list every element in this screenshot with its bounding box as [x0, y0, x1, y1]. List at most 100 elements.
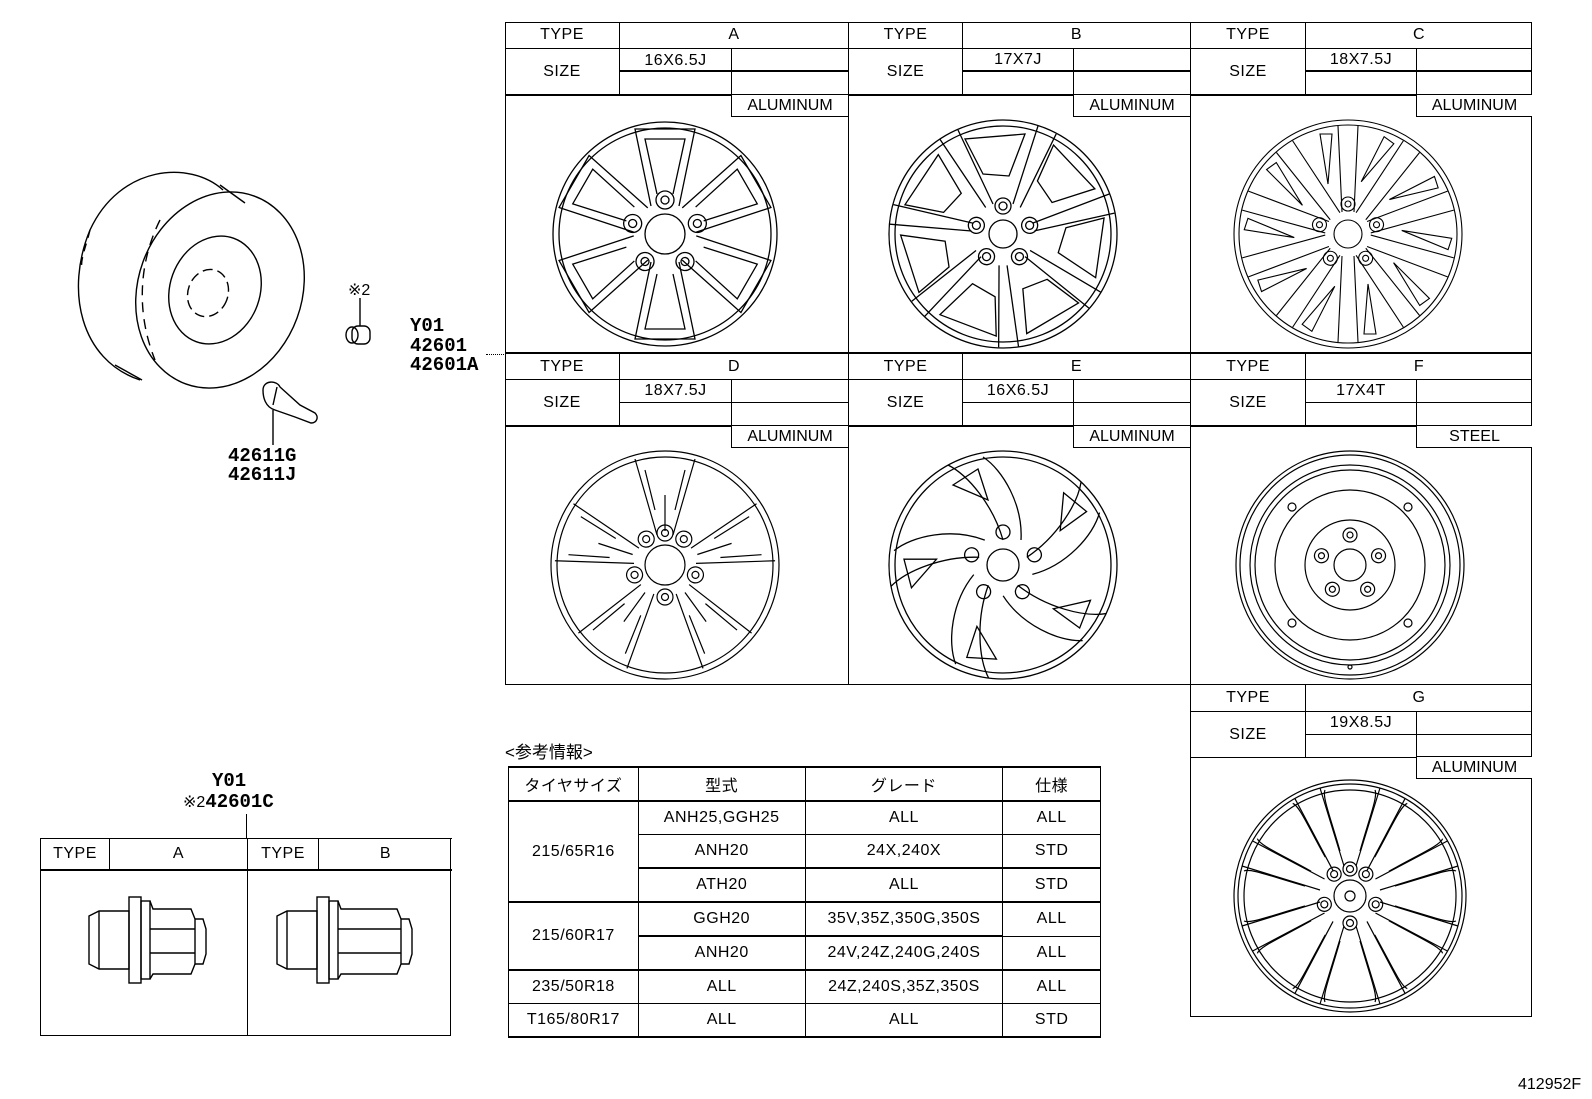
- material-label: STEEL: [1416, 426, 1532, 448]
- type-value: G: [1305, 684, 1532, 712]
- wheel-c-drawing: [1233, 119, 1463, 349]
- table-row: ANH20 24X,240X STD: [509, 834, 1101, 869]
- type-label: TYPE: [1190, 353, 1306, 380]
- size-blank: [1305, 734, 1417, 758]
- size-blank: [1416, 711, 1532, 735]
- size-blank: [1416, 48, 1532, 72]
- tire-size-cell: T165/80R17: [508, 1003, 639, 1038]
- grade-cell: ALL: [804, 867, 1004, 903]
- type-value: F: [1305, 353, 1532, 380]
- size-blank: [1416, 71, 1532, 96]
- hub-nut-a-icon: [88, 896, 207, 984]
- header-tire-size: タイヤサイズ: [508, 766, 639, 802]
- table-row: ATH20 ALL STD: [509, 867, 1101, 903]
- wheel-a-drawing: [552, 121, 778, 347]
- hub-cap-icon: [345, 298, 371, 345]
- size-label: SIZE: [848, 48, 963, 96]
- size-blank: [1305, 71, 1417, 96]
- reference-table: タイヤサイズ 型式 グレード 仕様 215/65R16 ANH25,GGH25 …: [508, 766, 1101, 1038]
- material-label: ALUMINUM: [731, 95, 848, 117]
- wheel-assembly-illustration: [77, 171, 306, 389]
- code-group-y01: Y01: [410, 315, 445, 337]
- size-blank: [619, 71, 732, 96]
- spec-cell: ALL: [1002, 901, 1101, 937]
- size-value: 17X4T: [1305, 379, 1417, 403]
- size-blank: [1073, 48, 1190, 72]
- size-blank: [731, 379, 848, 403]
- table-row: 215/60R17 GGH20 35V,35Z,350G,350S ALL: [508, 901, 1101, 971]
- table-row: 215/65R16 ANH25,GGH25 ALL ALL: [508, 800, 1101, 903]
- model-cell: ANH20: [637, 834, 806, 869]
- spec-cell: STD: [1002, 867, 1101, 903]
- part-number-42601[interactable]: 42601: [410, 335, 468, 357]
- model-cell: ANH20: [637, 935, 806, 971]
- size-blank: [962, 71, 1074, 96]
- part-number-42601c[interactable]: 42601C: [205, 791, 274, 813]
- model-cell: GGH20: [637, 901, 806, 937]
- wheel-type-a-panel: TYPE A SIZE 16X6.5J ALUMINUM: [505, 22, 849, 353]
- size-blank: [1073, 402, 1190, 427]
- wheel-type-d-panel: TYPE D SIZE 18X7.5J ALUMINUM: [505, 353, 849, 685]
- model-cell: ANH25,GGH25: [637, 800, 806, 835]
- figure-id: 412952F: [1518, 1076, 1582, 1093]
- size-blank: [619, 402, 732, 427]
- model-cell: ALL: [637, 969, 806, 1004]
- nut-part-number-row: ※2 42601C: [183, 792, 274, 812]
- leader-line: [486, 354, 506, 355]
- wheel-b-drawing: [888, 119, 1119, 352]
- size-blank: [731, 71, 848, 96]
- size-value: 18X7.5J: [619, 379, 732, 403]
- size-blank: [1305, 402, 1417, 427]
- wheel-type-f-panel: TYPE F SIZE 17X4T STEEL: [1190, 353, 1532, 685]
- size-label: SIZE: [505, 48, 620, 96]
- grade-cell: 24V,24Z,240G,240S: [804, 935, 1004, 971]
- type-label: TYPE: [505, 353, 620, 380]
- size-value: 19X8.5J: [1305, 711, 1417, 735]
- grade-cell: 24Z,240S,35Z,350S: [804, 969, 1004, 1004]
- grade-cell: 35V,35Z,350G,350S: [804, 901, 1004, 937]
- size-label: SIZE: [1190, 379, 1306, 427]
- size-blank: [962, 402, 1074, 427]
- type-value: E: [962, 353, 1190, 380]
- wheel-type-c-panel: TYPE C SIZE 18X7.5J ALUMINUM: [1190, 22, 1532, 353]
- type-label: TYPE: [848, 353, 963, 380]
- spec-cell: ALL: [1002, 935, 1101, 971]
- divider: [247, 869, 248, 1036]
- size-blank: [1416, 402, 1532, 427]
- type-value: C: [1305, 22, 1532, 49]
- nut-type-label: TYPE: [40, 838, 110, 871]
- part-number-42611g[interactable]: 42611G: [228, 445, 297, 467]
- wheel-e-drawing: [883, 450, 1118, 683]
- valve-stem-icon: [262, 381, 318, 445]
- type-value: A: [619, 22, 848, 49]
- table-row: T165/80R17 ALL ALL STD: [508, 1003, 1101, 1038]
- header-grade: グレード: [804, 766, 1004, 802]
- grade-cell: ALL: [804, 800, 1004, 835]
- tire-size-cell: 215/60R17: [508, 901, 639, 971]
- leader-line: [246, 814, 247, 838]
- nut-table: TYPE A TYPE B: [40, 838, 452, 1036]
- nut-code-group-y01: Y01: [212, 770, 247, 792]
- material-label: ALUMINUM: [731, 426, 848, 448]
- size-blank: [1416, 734, 1532, 758]
- part-number-42601a[interactable]: 42601A: [410, 354, 479, 376]
- nut-star-note: ※2: [183, 794, 206, 811]
- table-row: 235/50R18 ALL 24Z,240S,35Z,350S ALL: [508, 969, 1101, 1004]
- size-blank: [731, 48, 848, 72]
- wheel-type-g-panel: TYPE G SIZE 19X8.5J ALUMINUM: [1190, 684, 1532, 1017]
- spec-cell: ALL: [1002, 969, 1101, 1004]
- type-label: TYPE: [848, 22, 963, 49]
- size-value: 16X6.5J: [619, 48, 732, 72]
- model-cell: ALL: [637, 1003, 806, 1038]
- type-label: TYPE: [505, 22, 620, 49]
- size-label: SIZE: [1190, 48, 1306, 96]
- size-value: 17X7J: [962, 48, 1074, 72]
- size-value: 18X7.5J: [1305, 48, 1417, 72]
- spec-cell: STD: [1002, 1003, 1101, 1038]
- wheel-type-b-panel: TYPE B SIZE 17X7J ALUMINUM: [848, 22, 1191, 353]
- nut-type-value: A: [109, 838, 248, 871]
- wheel-type-e-panel: TYPE E SIZE 16X6.5J ALUMINUM: [848, 353, 1191, 685]
- part-number-42611j[interactable]: 42611J: [228, 464, 297, 486]
- material-label: ALUMINUM: [1073, 426, 1190, 448]
- material-label: ALUMINUM: [1416, 95, 1532, 117]
